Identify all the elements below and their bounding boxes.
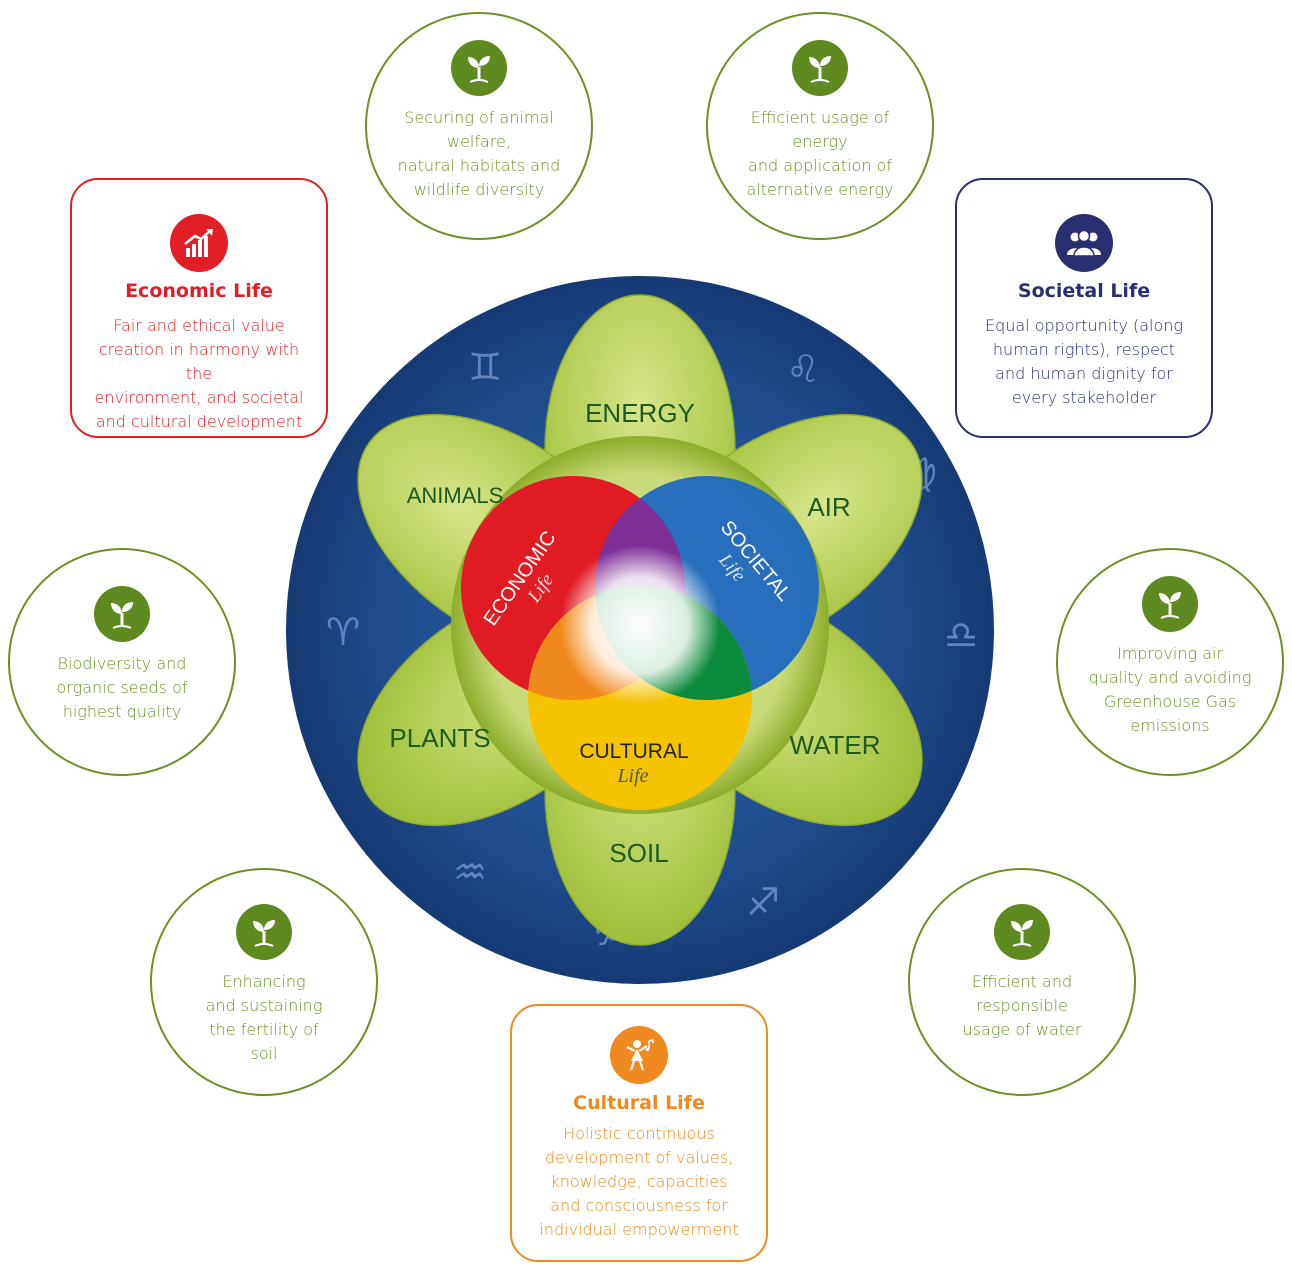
sprout-icon <box>236 904 292 960</box>
label-air: AIR <box>807 492 850 522</box>
people-group-icon <box>1055 214 1113 272</box>
zodiac-leo: ♌ <box>786 347 820 391</box>
label-soil: SOIL <box>609 838 668 868</box>
label-animals: ANIMALS <box>407 483 504 508</box>
economic-life-title: Economic Life <box>125 280 273 302</box>
center-glow <box>560 545 720 705</box>
sprout-icon <box>994 904 1050 960</box>
zodiac-libra: ♎ <box>944 613 978 657</box>
zodiac-aquarius: ♒ <box>453 850 487 894</box>
cultural-sub: Life <box>616 765 648 787</box>
label-energy: ENERGY <box>585 398 695 428</box>
cultural-label: CULTURAL <box>579 740 688 763</box>
societal-life-title: Societal Life <box>1017 280 1151 302</box>
zodiac-aries: ♈ <box>326 610 360 654</box>
sprout-icon <box>1142 576 1198 632</box>
zodiac-gemini: ♊ <box>468 345 502 389</box>
zodiac-sagittarius: ♐ <box>746 880 780 924</box>
label-plants: PLANTS <box>389 723 490 753</box>
central-flower-diagram: ♋ ♌ ♍ ♎ ♏ ♐ ♑ ♒ ♓ ♈ ♉ ♊ ENERGY AIR WATER… <box>286 276 994 984</box>
cultural-life-title: Cultural Life <box>573 1092 705 1114</box>
growth-chart-icon <box>170 214 228 272</box>
dancing-child-icon <box>610 1026 668 1084</box>
sprout-icon <box>792 40 848 96</box>
label-water: WATER <box>790 730 881 760</box>
sprout-icon <box>451 40 507 96</box>
sprout-icon <box>94 586 150 642</box>
